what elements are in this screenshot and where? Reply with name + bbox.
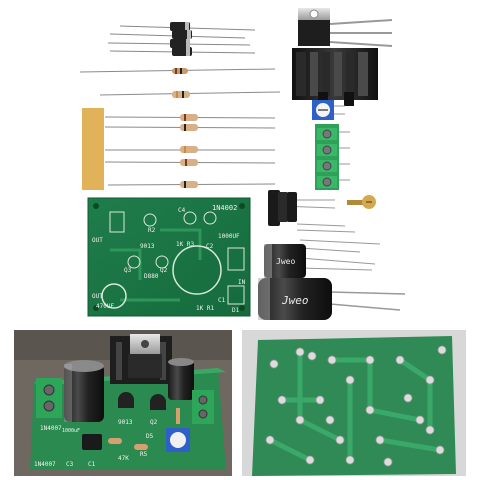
bare-pcb: 1N4002 OUT 1000UF 1K R3 C2 D880 Q2 Q3 90…: [87, 197, 251, 317]
trimmer-potentiometer: [312, 100, 345, 120]
solder-side-photo: [242, 330, 466, 476]
asm-label-d5: D5: [146, 433, 154, 440]
asm-label-c1: C1: [88, 461, 96, 468]
asm-label-ic-bottom: 1N4007: [34, 461, 56, 468]
asm-label-9013: 9013: [118, 419, 133, 426]
pcb-label-in: IN: [238, 279, 246, 286]
kit-parts-photo: 1N4002 OUT 1000UF 1K R3 C2 D880 Q2 Q3 90…: [79, 8, 406, 320]
terminal-blocks: [315, 124, 350, 190]
pcb-label-out-bottom: OUT: [92, 293, 103, 300]
asm-label-r5: R5: [140, 451, 148, 458]
pcb-label-r1: 1K R1: [196, 305, 214, 312]
pcb-label-cap-out: 470UF: [96, 303, 114, 310]
resistor-group: [79, 68, 281, 188]
assembled-board-photo: 1N4007 1N4007 1000uF 9013 C3 C1 47K Q2 D…: [14, 330, 232, 476]
pcb-label-cap-left: 1000UF: [218, 233, 240, 240]
pcb-label-c1: C1: [218, 297, 226, 304]
voltage-regulator: [298, 8, 393, 47]
pcb-label-q3: Q3: [124, 267, 132, 274]
diode-group: [107, 22, 256, 56]
mounting-screw: [347, 195, 376, 209]
pcb-label-c4: C4: [178, 207, 186, 214]
asm-label-q2: Q2: [150, 419, 158, 426]
cap-brand-small: Jweo: [276, 257, 295, 266]
pcb-label-r3: 1K R3: [176, 241, 194, 248]
large-capacitor: Jweo: [258, 278, 406, 320]
pcb-label-out-top: OUT: [92, 237, 103, 244]
pcb-label-ic: 1N4002: [212, 204, 237, 212]
asm-label-47k: 47K: [118, 455, 129, 462]
pcb-label-c2: C2: [206, 243, 214, 250]
pcb-label-r2: R2: [148, 227, 156, 234]
pcb-label-q1: D880: [144, 273, 159, 280]
heatsink: [292, 48, 378, 106]
resistor-tape-strip: [82, 108, 104, 190]
cap-brand: Jweo: [281, 294, 309, 307]
asm-label-cap: 1000uF: [62, 428, 80, 434]
small-capacitors: [268, 190, 381, 271]
medium-capacitor: Jweo: [264, 244, 306, 278]
asm-label-c3: C3: [66, 461, 74, 468]
asm-label-ic-left: 1N4007: [40, 425, 62, 432]
pcb-label-q2: Q2: [160, 267, 168, 274]
pcb-label-9013: 9013: [140, 243, 155, 250]
solder-joints: [265, 345, 447, 467]
pcb-label-d1: D1: [232, 307, 240, 314]
